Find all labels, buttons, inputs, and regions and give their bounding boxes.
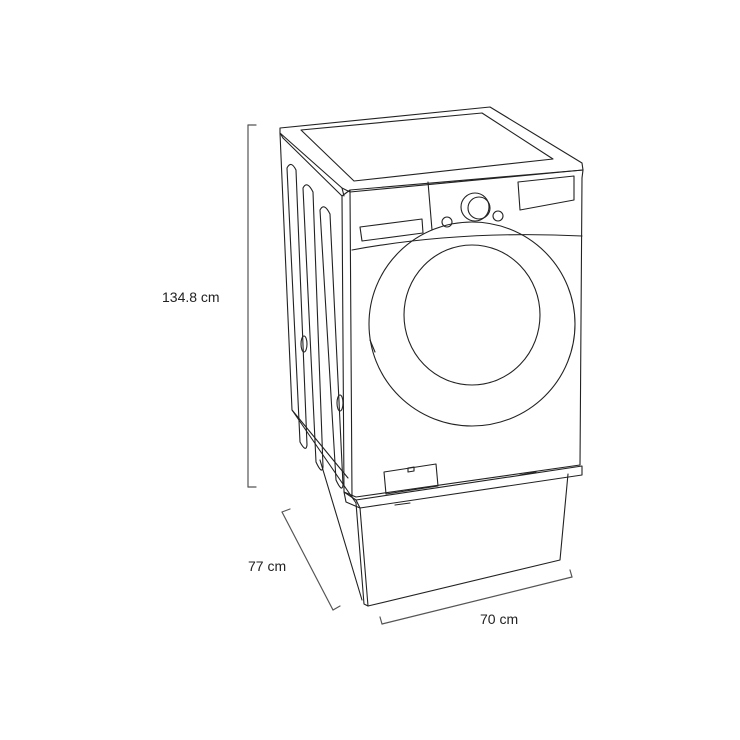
button-left xyxy=(441,216,453,228)
display-panel xyxy=(517,175,575,211)
washer-side-panel xyxy=(279,132,349,489)
pedestal-drawer xyxy=(291,409,583,607)
height-label: 134.8 cm xyxy=(162,289,220,305)
door-glass xyxy=(403,244,541,386)
depth-dimension-line xyxy=(281,508,341,611)
detergent-drawer xyxy=(359,218,424,242)
height-dimension-line xyxy=(247,124,257,488)
door-outer-ring xyxy=(368,221,576,427)
depth-label: 77 cm xyxy=(248,558,287,574)
width-dimension-line xyxy=(379,569,573,625)
filter-cover xyxy=(383,463,439,495)
washer-front-panel xyxy=(341,169,584,498)
control-knob xyxy=(460,192,490,222)
button-right xyxy=(492,210,504,222)
width-label: 70 cm xyxy=(480,611,519,627)
